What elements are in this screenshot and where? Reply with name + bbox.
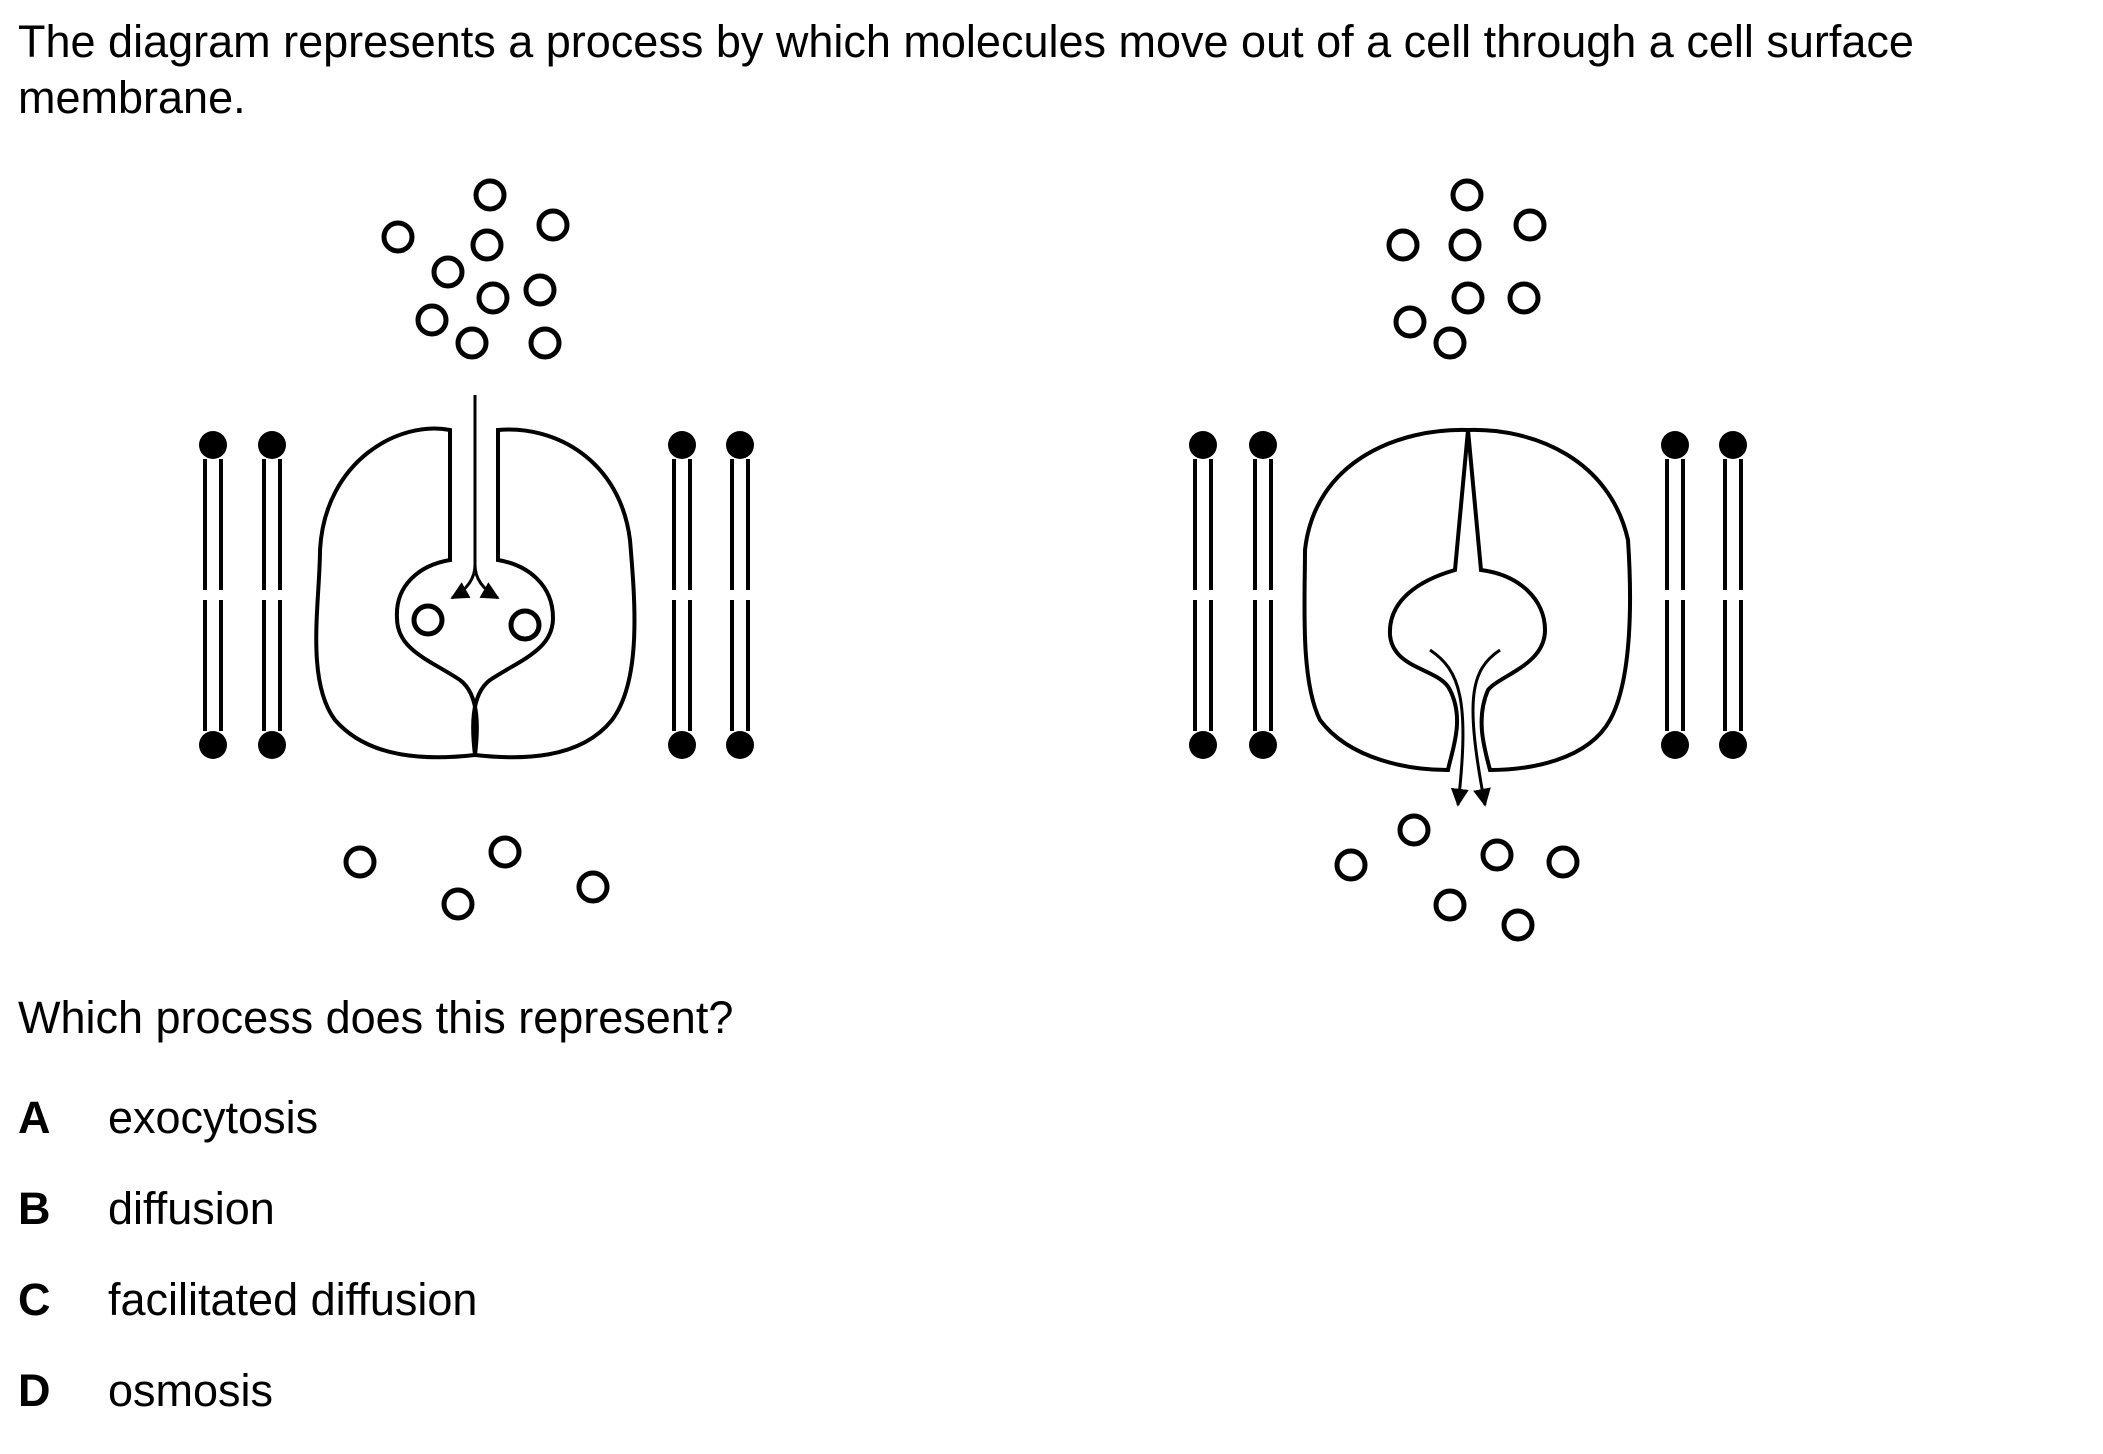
option-c[interactable]: C facilitated diffusion [18, 1272, 477, 1363]
arrows-left [450, 395, 500, 600]
question-intro: The diagram represents a process by whic… [18, 16, 1914, 123]
option-a[interactable]: A exocytosis [18, 1090, 477, 1181]
molecules-outside-right [1386, 178, 1547, 360]
right-panel [1187, 178, 1749, 942]
channel-protein-closed [314, 426, 637, 760]
option-text: facilitated diffusion [108, 1274, 478, 1325]
option-text: exocytosis [108, 1092, 319, 1143]
option-letter: B [18, 1183, 51, 1234]
answer-options: A exocytosis B diffusion C facilitated d… [18, 1090, 477, 1454]
option-b[interactable]: B diffusion [18, 1181, 477, 1272]
option-d[interactable]: D osmosis [18, 1363, 477, 1454]
molecules-in-channel-left [411, 603, 542, 642]
question-prompt: Which process does this represent? [18, 992, 734, 1043]
molecules-outside-left [381, 178, 570, 360]
left-panel [197, 178, 756, 921]
option-letter: A [18, 1092, 51, 1143]
phospholipid-bilayer-right [1187, 429, 1749, 761]
option-text: osmosis [108, 1365, 274, 1416]
channel-protein-open [1302, 427, 1633, 773]
option-text: diffusion [108, 1183, 275, 1234]
option-letter: C [18, 1274, 51, 1325]
option-letter: D [18, 1365, 51, 1416]
molecules-inside-left [343, 835, 610, 921]
arrows-right [1429, 648, 1501, 807]
molecules-inside-right [1334, 813, 1580, 942]
membrane-transport-diagram [197, 178, 1749, 942]
